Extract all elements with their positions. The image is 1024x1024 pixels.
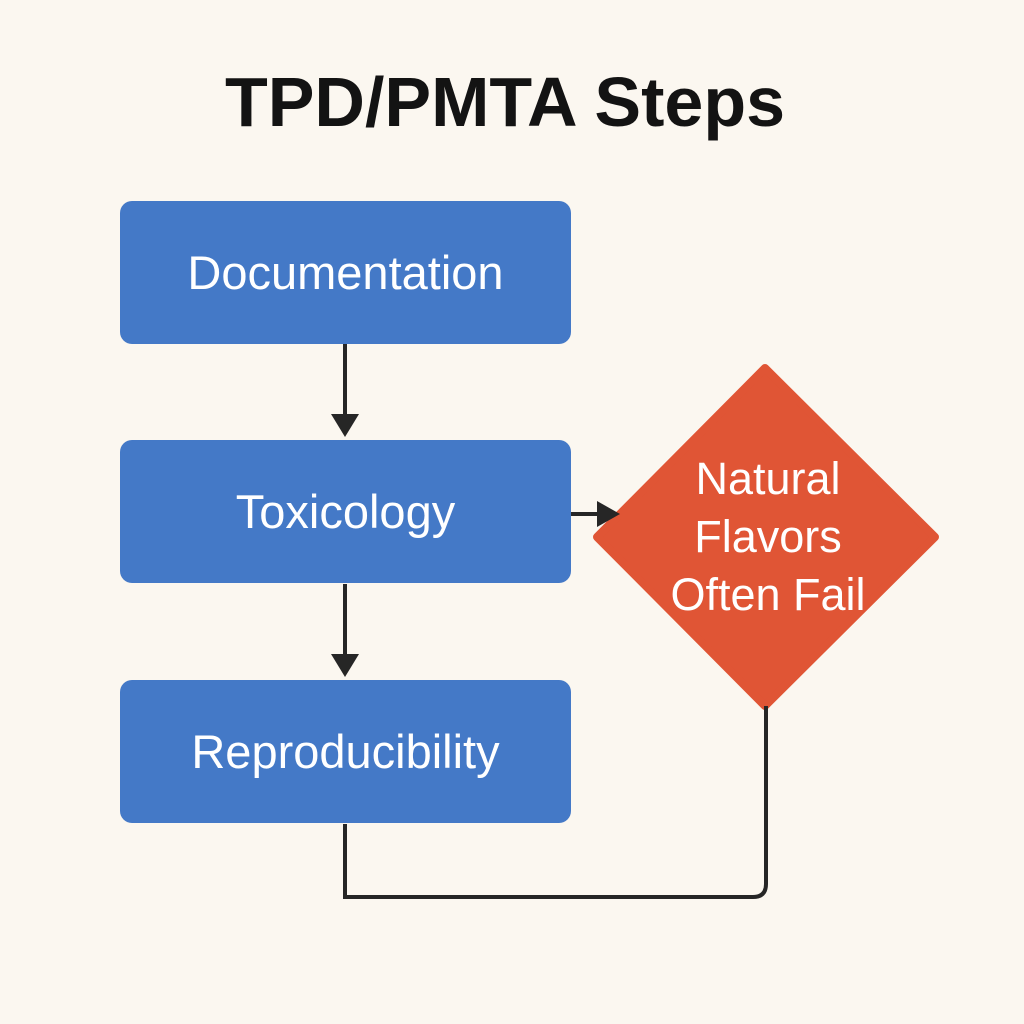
step-documentation-label: Documentation: [187, 246, 504, 299]
connector-reproducibility-to-decision: [343, 706, 768, 899]
step-documentation: Documentation: [120, 201, 571, 344]
decision-label-line-2: Flavors: [694, 511, 842, 562]
step-toxicology-label: Toxicology: [235, 485, 456, 538]
decision-label-line-3: Often Fail: [670, 569, 866, 620]
decision-label-line-1: Natural: [695, 453, 841, 504]
step-toxicology: Toxicology: [120, 440, 571, 583]
diagram-title: TPD/PMTA Steps: [224, 63, 786, 141]
arrowhead-documentation-to-toxicology: [331, 414, 359, 437]
arrowhead-toxicology-to-decision: [597, 501, 620, 527]
step-reproducibility-label: Reproducibility: [191, 725, 500, 778]
step-reproducibility: Reproducibility: [120, 680, 571, 823]
arrowhead-toxicology-to-reproducibility: [331, 654, 359, 677]
decision-label: Natural Flavors Often Fail: [620, 450, 916, 624]
